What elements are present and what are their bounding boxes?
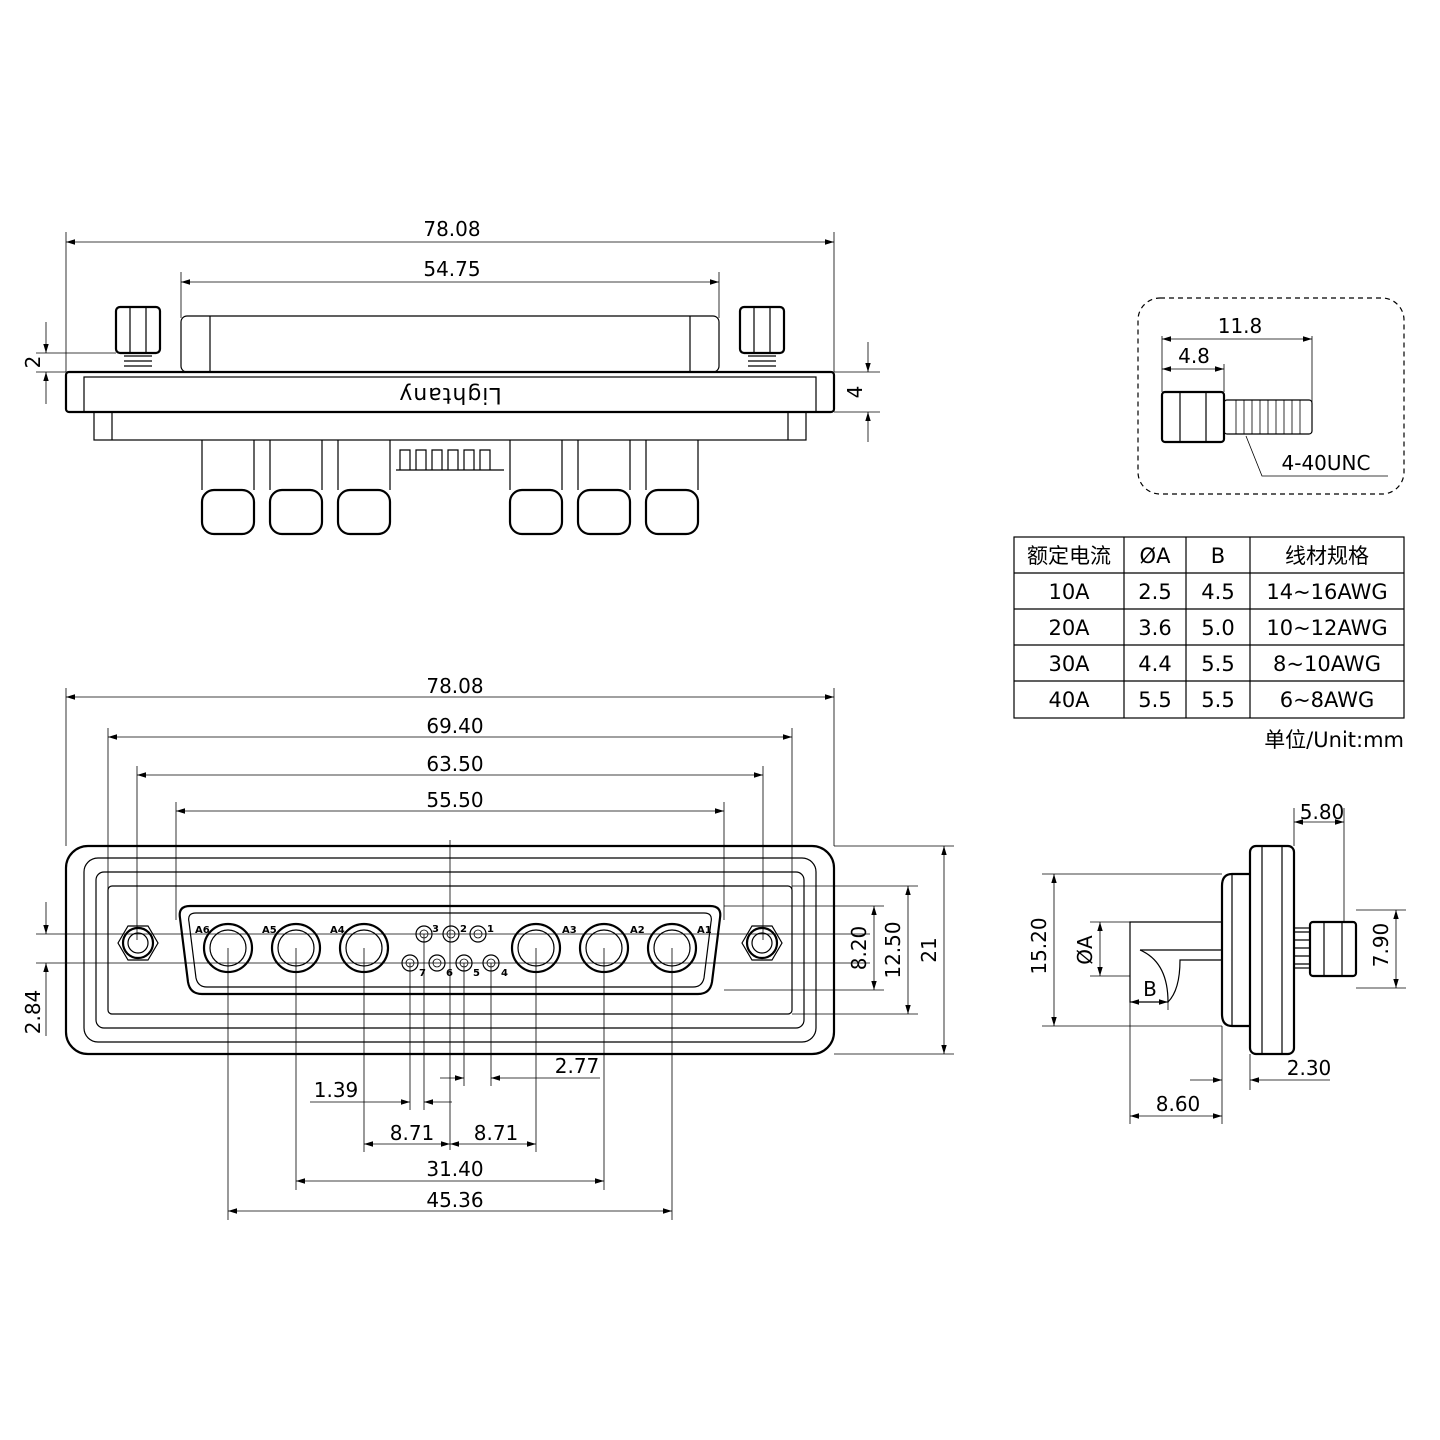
dim-hole-pitch: 69.40 <box>426 714 483 738</box>
screw-detail: 11.8 4.8 4-40UNC <box>1137 297 1405 495</box>
mounting-hole-left <box>117 925 159 961</box>
table-header: ØA <box>1140 544 1172 568</box>
dim-shell: 54.75 <box>423 257 480 281</box>
contact-label: A1 <box>697 925 712 936</box>
table-cell: 40A <box>1048 688 1090 712</box>
dim-277: 2.77 <box>555 1054 600 1078</box>
signal-label: 1 <box>487 924 494 935</box>
table-cell: 4.5 <box>1201 580 1234 604</box>
table-cell: 5.5 <box>1201 652 1234 676</box>
dim-1250: 12.50 <box>881 921 905 978</box>
brand-logo: Lightany <box>398 382 501 407</box>
table-cell: 10~12AWG <box>1266 616 1387 640</box>
table-header: B <box>1211 544 1225 568</box>
dim-6350: 63.50 <box>426 752 483 776</box>
table-cell: 5.0 <box>1201 616 1234 640</box>
top-view: 78.08 54.75 Lightany <box>21 217 880 536</box>
dim-b: B <box>1143 977 1157 1001</box>
dim-139: 1.39 <box>314 1078 359 1102</box>
table-cell: 6~8AWG <box>1280 688 1375 712</box>
power-contacts-top <box>200 440 700 536</box>
table-cell: 14~16AWG <box>1266 580 1387 604</box>
signal-label: 5 <box>473 968 480 979</box>
dim-phi-a: ØA <box>1073 935 1097 965</box>
signal-label: 7 <box>419 968 426 979</box>
dim-860: 8.60 <box>1156 1092 1201 1116</box>
dim-284: 2.84 <box>21 990 45 1035</box>
table-cell: 2.5 <box>1138 580 1171 604</box>
dim-871-right: 8.71 <box>474 1121 519 1145</box>
screw-right <box>738 305 786 367</box>
front-view: 78.08 69.40 63.50 55.50 <box>21 674 954 1220</box>
dim-580: 5.80 <box>1300 800 1345 824</box>
mounting-hole-right <box>741 925 783 961</box>
contact-label: A3 <box>562 925 577 936</box>
dim-1520: 15.20 <box>1027 917 1051 974</box>
contact-label: A4 <box>330 925 345 936</box>
side-view: 5.80 15.20 ØA B 7.90 2.30 8.60 <box>1027 800 1406 1124</box>
table-cell: 30A <box>1048 652 1090 676</box>
screw-left <box>114 305 162 367</box>
signal-label: 2 <box>460 924 467 935</box>
table-cell: 20A <box>1048 616 1090 640</box>
table-cell: 8~10AWG <box>1273 652 1381 676</box>
table-header: 额定电流 <box>1027 544 1111 568</box>
signal-label: 4 <box>501 968 508 979</box>
screw-hex-size: 4.8 <box>1178 344 1210 368</box>
dim-820: 8.20 <box>847 926 871 971</box>
unit-note: 单位/Unit:mm <box>1264 728 1404 752</box>
signal-label: 6 <box>446 968 453 979</box>
screw-length: 11.8 <box>1218 314 1263 338</box>
dim-flange-thk: 4 <box>843 386 867 399</box>
contact-label: A6 <box>195 925 210 936</box>
front-flange <box>64 844 836 1056</box>
dim-overall-front: 78.08 <box>426 674 483 698</box>
dim-3140: 31.40 <box>426 1157 483 1181</box>
dim-overall-top: 78.08 <box>423 217 480 241</box>
dim-5550: 55.50 <box>426 788 483 812</box>
table-cell: 3.6 <box>1138 616 1171 640</box>
dim-screw-h: 2 <box>21 356 45 369</box>
spec-table: 额定电流 ØA B 线材规格 10A 2.5 4.5 14~16AWG 20A … <box>1013 536 1405 752</box>
signal-contacts-front <box>401 925 500 972</box>
dim-790: 7.90 <box>1369 923 1393 968</box>
dim-871-left: 8.71 <box>390 1121 435 1145</box>
d-shell-front <box>178 904 722 996</box>
dim-230: 2.30 <box>1287 1056 1332 1080</box>
dim-4536: 45.36 <box>426 1188 483 1212</box>
contact-label: A5 <box>262 925 277 936</box>
table-cell: 4.4 <box>1138 652 1171 676</box>
side-flange <box>1248 844 1296 1056</box>
screw-thread: 4-40UNC <box>1282 451 1371 475</box>
contact-label: A2 <box>630 925 645 936</box>
signal-label: 3 <box>432 924 439 935</box>
dim-21: 21 <box>917 937 941 962</box>
table-cell: 5.5 <box>1201 688 1234 712</box>
table-cell: 10A <box>1048 580 1090 604</box>
table-header: 线材规格 <box>1285 544 1369 568</box>
d-sub-shell <box>180 315 720 373</box>
table-cell: 5.5 <box>1138 688 1171 712</box>
